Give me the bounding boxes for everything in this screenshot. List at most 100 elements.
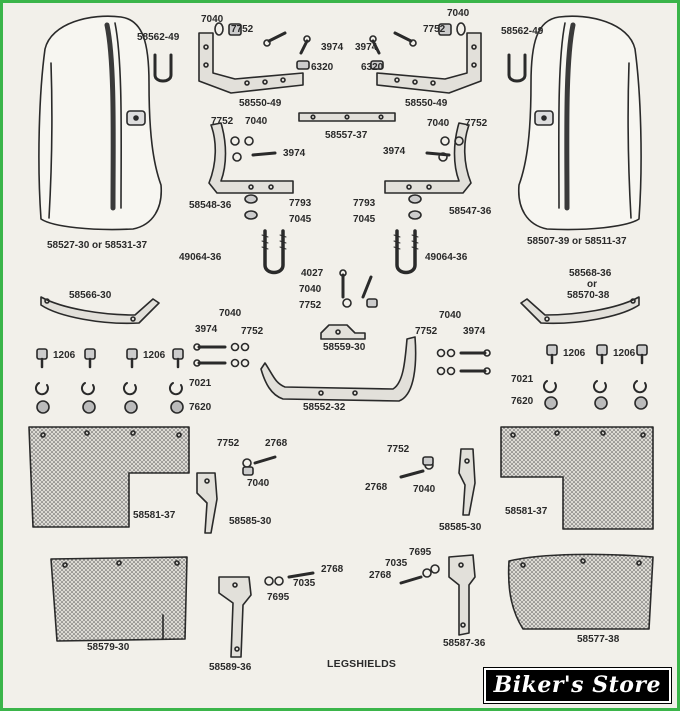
u-bolt-58562-right <box>507 53 527 83</box>
label-58550-49-right: 58550-49 <box>405 98 448 109</box>
label-58557-37: 58557-37 <box>325 130 368 141</box>
mudflap-58581-left <box>28 426 190 528</box>
label-3974-top-left: 3974 <box>321 42 344 53</box>
label-58527-30: 58527-30 or 58531-37 <box>47 240 148 251</box>
label-7620-left: 7620 <box>189 402 212 413</box>
label-7021-left: 7021 <box>189 378 212 389</box>
hardware-lower-left <box>242 455 277 476</box>
hardware-rows-right <box>542 344 648 410</box>
legshield-right <box>518 15 642 231</box>
label-49064-36-left: 49064-36 <box>179 252 222 263</box>
label-58562-49-left: 58562-49 <box>137 32 180 43</box>
label-2768-lower-left: 2768 <box>265 438 288 449</box>
label-7752-center: 7752 <box>299 300 322 311</box>
hardware-top-left <box>214 22 311 70</box>
label-58559-30: 58559-30 <box>323 342 366 353</box>
u-bolt-49064-right <box>393 229 419 275</box>
label-58570-38: 58570-38 <box>567 290 610 301</box>
label-7040-center: 7040 <box>299 284 322 295</box>
label-3974-center-right: 3974 <box>463 326 486 337</box>
bracket-58548 <box>208 122 294 194</box>
label-7040-top-right: 7040 <box>447 8 470 19</box>
bracket-58589 <box>218 576 252 658</box>
label-58566-30: 58566-30 <box>69 290 112 301</box>
label-7040-center-right: 7040 <box>439 310 462 321</box>
label-or: or <box>587 279 597 290</box>
label-58507-39: 58507-39 or 58511-37 <box>527 236 627 247</box>
label-58579-30: 58579-30 <box>87 642 130 653</box>
label-2768-bottom-right: 2768 <box>369 570 392 581</box>
hardware-mid-left <box>230 136 277 220</box>
label-7695-bottom-left: 7695 <box>267 592 290 603</box>
label-58552-32: 58552-32 <box>303 402 346 413</box>
label-6320-left: 6320 <box>311 62 334 73</box>
bracket-58587 <box>448 554 476 636</box>
bracket-58550-left <box>198 32 304 94</box>
hardware-lower-right <box>399 456 434 479</box>
label-7752-top-right: 7752 <box>423 24 446 35</box>
label-7021-right: 7021 <box>511 374 534 385</box>
label-58577-38: 58577-38 <box>577 634 620 645</box>
label-7752-lower-left: 7752 <box>217 438 240 449</box>
brand-logo: Biker's Store <box>482 667 673 704</box>
hardware-mid-right <box>408 136 464 220</box>
label-7793-right: 7793 <box>353 198 376 209</box>
bracket-58585-left <box>196 472 218 534</box>
diagram-title: LEGSHIELDS <box>327 658 397 670</box>
label-58587-36: 58587-36 <box>443 638 486 649</box>
label-58568-36: 58568-36 <box>569 268 612 279</box>
hardware-bottom-right <box>399 564 440 585</box>
label-7040-top-left: 7040 <box>201 14 224 25</box>
label-7040-mid-left: 7040 <box>245 116 268 127</box>
hardware-center-right <box>436 348 491 376</box>
strap-58557 <box>298 112 396 122</box>
label-4027: 4027 <box>301 268 324 279</box>
parts-drawing <box>28 15 654 658</box>
label-58548-36: 58548-36 <box>189 200 232 211</box>
bracket-58585-right <box>458 448 476 516</box>
label-6320-right: 6320 <box>361 62 384 73</box>
strap-58566 <box>40 296 160 325</box>
label-2768-bottom-left: 2768 <box>321 564 344 575</box>
label-58585-30-left: 58585-30 <box>229 516 272 527</box>
label-1206-left-1: 1206 <box>53 350 76 361</box>
label-7620-right: 7620 <box>511 396 534 407</box>
bracket-58550-right <box>376 32 482 94</box>
label-1206-right-2: 1206 <box>613 348 636 359</box>
label-7752-center-left: 7752 <box>241 326 264 337</box>
label-3974-top-right: 3974 <box>355 42 378 53</box>
mudflap-58581-right <box>500 426 654 530</box>
label-58589-36: 58589-36 <box>209 662 252 673</box>
label-58562-49-right: 58562-49 <box>501 26 544 37</box>
label-58547-36: 58547-36 <box>449 206 492 217</box>
label-7793-left: 7793 <box>289 198 312 209</box>
bracket-58552 <box>260 336 417 402</box>
brand-text: Biker's Store <box>493 672 661 698</box>
hardware-rows-left <box>34 348 184 414</box>
label-1206-left-2: 1206 <box>143 350 166 361</box>
label-7035-bottom-left: 7035 <box>293 578 316 589</box>
hardware-center <box>339 269 378 308</box>
label-7045-right: 7045 <box>353 214 376 225</box>
hardware-center-left <box>193 342 250 368</box>
label-3974-mid-left: 3974 <box>283 148 306 159</box>
label-7752-lower-right: 7752 <box>387 444 410 455</box>
label-7752-center-right: 7752 <box>415 326 438 337</box>
label-7040-mid-right: 7040 <box>427 118 450 129</box>
label-7045-left: 7045 <box>289 214 312 225</box>
label-7040-lower-right: 7040 <box>413 484 436 495</box>
u-bolt-58562-left <box>153 53 173 83</box>
mudflap-58579 <box>50 556 188 642</box>
hardware-top-right <box>369 22 466 70</box>
legshield-left <box>38 15 162 231</box>
bracket-58547 <box>384 122 472 194</box>
label-2768-lower-right: 2768 <box>365 482 388 493</box>
label-58550-49-left: 58550-49 <box>239 98 282 109</box>
label-3974-mid-right: 3974 <box>383 146 406 157</box>
label-58585-30-right: 58585-30 <box>439 522 482 533</box>
label-7040-lower-left: 7040 <box>247 478 270 489</box>
hardware-bottom-left <box>264 571 315 586</box>
label-58581-37-right: 58581-37 <box>505 506 548 517</box>
label-7040-center-left: 7040 <box>219 308 242 319</box>
